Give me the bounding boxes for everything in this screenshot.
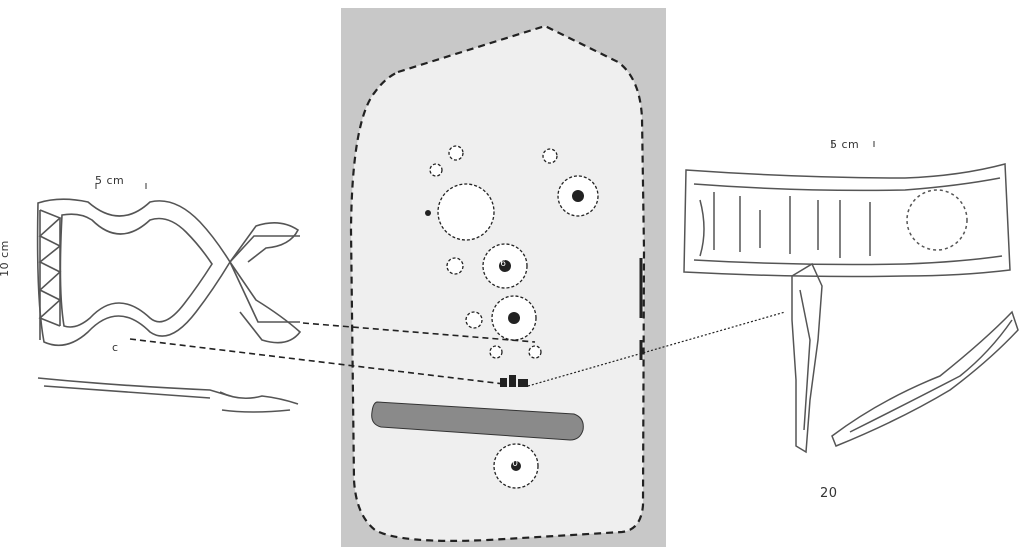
find-small-4 <box>446 257 464 275</box>
blade-bar <box>371 401 584 441</box>
find-small-5 <box>465 311 483 329</box>
leader-to-buckle-lower <box>129 338 505 385</box>
leader-to-fitting <box>527 311 786 387</box>
plan-finds <box>429 145 558 359</box>
leader-lines <box>129 311 786 387</box>
plan-marker-1: 16 <box>494 259 507 269</box>
leader-to-buckle-upper <box>302 322 536 343</box>
belt-fitting-drawing <box>683 163 1019 454</box>
fitting-number: 20 <box>820 486 838 501</box>
plan-buckle-mark <box>500 375 528 387</box>
find-small-3 <box>429 163 443 177</box>
fitting-scale: 5 cm <box>830 138 860 151</box>
find-small-6 <box>489 345 503 359</box>
buckle-scale-side: 10 cm <box>0 240 11 277</box>
buckle-scale-top: 5 cm <box>95 174 125 187</box>
buckle-drawing <box>36 198 302 413</box>
scale-ticks <box>95 141 875 189</box>
plan-bosses <box>425 175 599 489</box>
find-small-1 <box>448 145 464 161</box>
buckle-point-label: c <box>112 341 119 354</box>
find-small-2 <box>542 148 558 164</box>
find-large-disc <box>437 183 495 241</box>
plan-marker-2: 50 <box>506 459 519 469</box>
find-small-7 <box>528 345 542 359</box>
